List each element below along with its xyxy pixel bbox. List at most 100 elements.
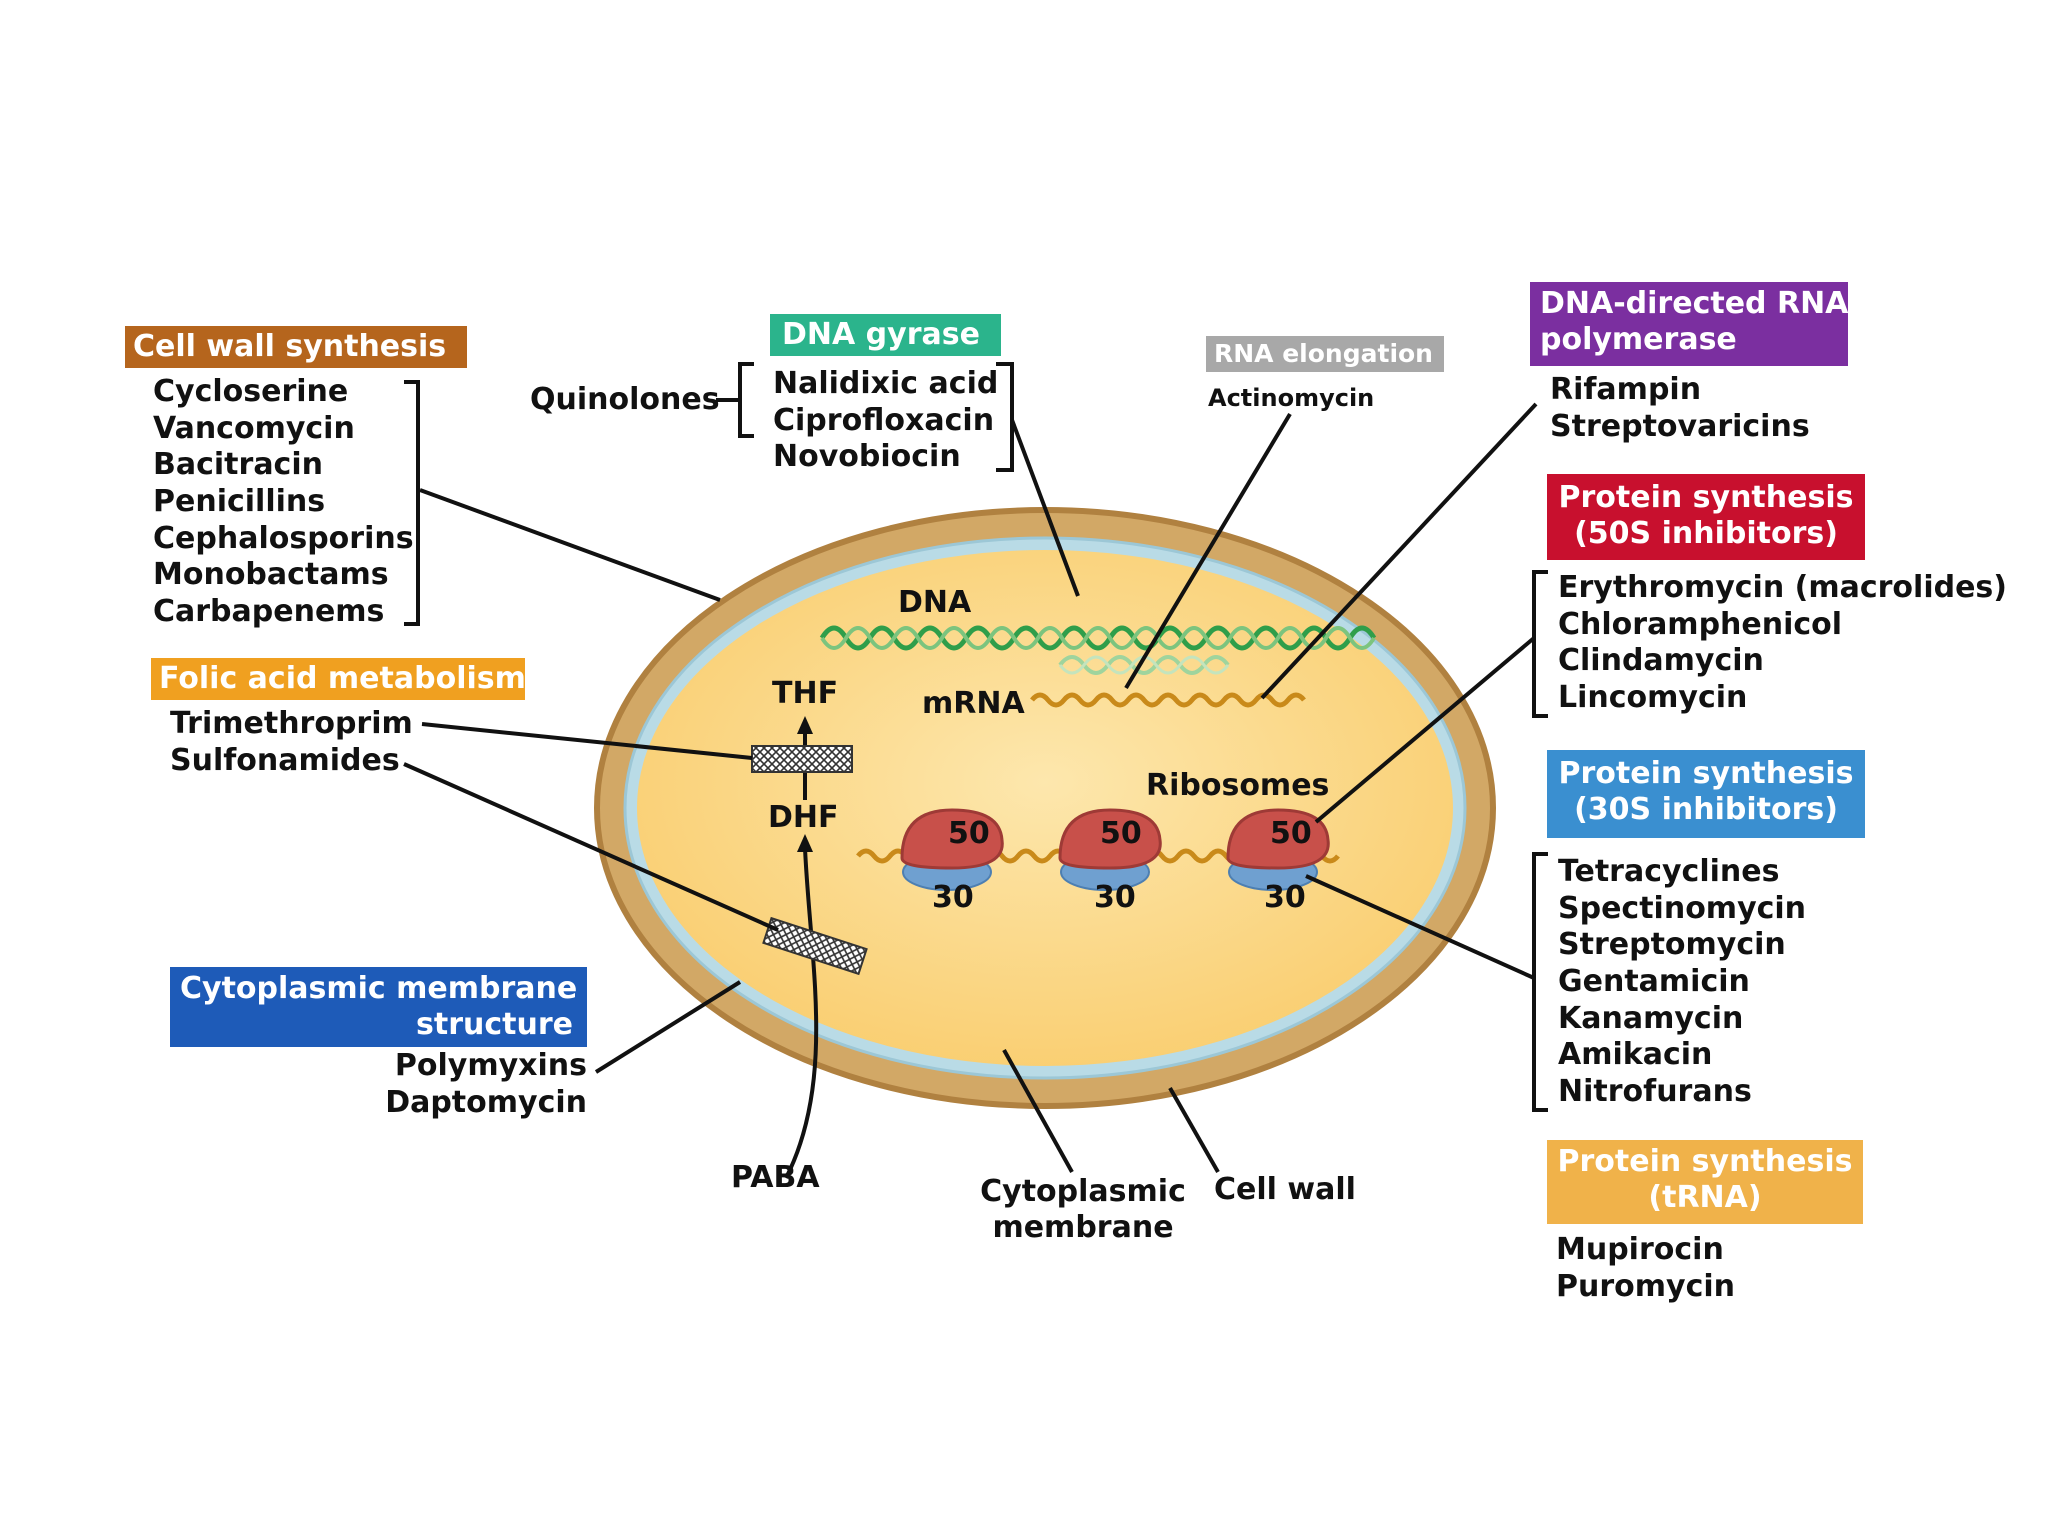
leader-lines bbox=[403, 362, 1548, 1173]
rna-polymerase-leader bbox=[1260, 402, 1538, 700]
cell-wall-label: Cell wall bbox=[1214, 1172, 1356, 1207]
dna-gyrase-list: Nalidixic acid Ciprofloxacin Novobiocin bbox=[773, 366, 998, 476]
cytoplasmic-membrane-label-line2: membrane bbox=[992, 1210, 1174, 1245]
cytoplasmic-membrane-label: Cytoplasmic membrane bbox=[960, 1174, 1206, 1246]
cytoplasmic-membrane-label-line1: Cytoplasmic bbox=[980, 1174, 1186, 1209]
protein-50s-bracket bbox=[1532, 570, 1548, 718]
protein-30s-title-line2: (30S inhibitors) bbox=[1574, 792, 1838, 827]
drug-carbapenems: Carbapenems bbox=[153, 594, 385, 630]
mrna-strand bbox=[1030, 692, 1306, 708]
ribosome-1-small-label: 30 bbox=[932, 880, 974, 915]
membrane-structure-title-line2: structure bbox=[416, 1007, 573, 1042]
cytoplasm bbox=[637, 550, 1453, 1066]
drug-streptovaricins: Streptovaricins bbox=[1550, 408, 1810, 444]
drug-bacitracin: Bacitracin bbox=[153, 447, 323, 483]
thf-label: THF bbox=[772, 676, 839, 711]
drug-amikacin: Amikacin bbox=[1558, 1037, 1713, 1073]
drug-novobiocin: Novobiocin bbox=[773, 439, 961, 475]
protein-30s-title-line1: Protein synthesis bbox=[1558, 756, 1854, 791]
drug-penicillins: Penicillins bbox=[153, 484, 326, 520]
drug-daptomycin: Daptomycin bbox=[385, 1084, 587, 1120]
quinolones-label: Quinolones bbox=[530, 382, 720, 417]
cell-wall-synthesis-header: Cell wall synthesis bbox=[125, 326, 467, 368]
protein-50s-title-line2: (50S inhibitors) bbox=[1574, 516, 1838, 551]
protein-trna-title-line1: Protein synthesis bbox=[1557, 1144, 1853, 1179]
ribosome-3 bbox=[1226, 808, 1330, 891]
rna-elongation-header: RNA elongation bbox=[1206, 336, 1444, 372]
protein-50s-header: Protein synthesis (50S inhibitors) bbox=[1547, 474, 1865, 560]
quinolones-left-bracket bbox=[738, 362, 754, 438]
ribosome-2-small-label: 30 bbox=[1094, 880, 1136, 915]
membrane-structure-title-line1: Cytoplasmic membrane bbox=[180, 971, 578, 1006]
ribosome-1-large-label: 50 bbox=[948, 816, 990, 851]
dna-gyrase-leader bbox=[1010, 419, 1080, 597]
protein-trna-title-line2: (tRNA) bbox=[1648, 1180, 1762, 1215]
mrna-label: mRNA bbox=[922, 686, 1025, 721]
protein-30s-leader bbox=[1305, 874, 1535, 980]
drug-tetracyclines: Tetracyclines bbox=[1558, 854, 1780, 889]
drug-cephalosporins: Cephalosporins bbox=[153, 520, 414, 556]
cell-wall-bracket bbox=[404, 380, 420, 626]
protein-trna-header: Protein synthesis (tRNA) bbox=[1547, 1140, 1863, 1224]
drug-spectinomycin: Spectinomycin bbox=[1558, 890, 1807, 926]
cell-wall-leader bbox=[419, 488, 721, 602]
protein-trna-list: Mupirocin Puromycin bbox=[1556, 1232, 1735, 1305]
drug-mupirocin: Mupirocin bbox=[1556, 1232, 1724, 1267]
folic-acid-block-upper bbox=[751, 745, 853, 773]
drug-polymyxins: Polymyxins bbox=[394, 1048, 587, 1083]
folic-acid-metabolism-header: Folic acid metabolism bbox=[151, 658, 526, 700]
protein-30s-bracket bbox=[1532, 852, 1548, 1112]
dna-label: DNA bbox=[898, 585, 972, 620]
paba-label: PABA bbox=[731, 1160, 820, 1195]
membrane-structure-leader bbox=[594, 980, 742, 1074]
cell-wall-synthesis-list: Cycloserine Vancomycin Bacitracin Penici… bbox=[153, 374, 414, 631]
dna-gyrase-right-bracket bbox=[996, 362, 1014, 472]
ribosome-3-large-label: 50 bbox=[1270, 816, 1312, 851]
cell-wall-label-leader bbox=[1168, 1087, 1220, 1173]
membrane-structure-list: Polymyxins Daptomycin bbox=[360, 1048, 587, 1121]
drug-rifampin: Rifampin bbox=[1550, 372, 1702, 407]
drug-ciprofloxacin: Ciprofloxacin bbox=[773, 402, 995, 438]
rna-polymerase-list: Rifampin Streptovaricins bbox=[1550, 372, 1810, 445]
drug-chloramphenicol: Chloramphenicol bbox=[1558, 606, 1843, 642]
drug-vancomycin: Vancomycin bbox=[153, 410, 355, 446]
protein-50s-leader bbox=[1314, 636, 1536, 824]
ribosome-2-large-label: 50 bbox=[1100, 816, 1142, 851]
protein-30s-list: Tetracyclines Spectinomycin Streptomycin… bbox=[1558, 854, 1806, 1111]
drug-erythromycin: Erythromycin (macrolides) bbox=[1558, 570, 2007, 605]
drug-monobactams: Monobactams bbox=[153, 557, 389, 593]
drug-nalidixic-acid: Nalidixic acid bbox=[773, 366, 999, 401]
rna-polymerase-header: DNA-directed RNA polymerase bbox=[1530, 282, 1848, 366]
protein-50s-list: Erythromycin (macrolides) Chloramphenico… bbox=[1558, 570, 2007, 717]
drug-puromycin: Puromycin bbox=[1556, 1268, 1735, 1304]
ribosome-3-small-label: 30 bbox=[1264, 880, 1306, 915]
folic-acid-list: Trimethroprim Sulfonamides bbox=[170, 706, 413, 779]
thf-arrowhead bbox=[797, 716, 813, 734]
rna-polymerase-title-line1: DNA-directed RNA bbox=[1540, 286, 1849, 321]
sulfonamides-leader bbox=[403, 762, 779, 932]
ribosomes-label: Ribosomes bbox=[1146, 768, 1330, 803]
ribosome-1 bbox=[900, 808, 1004, 891]
drug-trimethoprim: Trimethroprim bbox=[170, 706, 413, 741]
drug-cycloserine: Cycloserine bbox=[153, 374, 349, 409]
drug-actinomycin: Actinomycin bbox=[1208, 384, 1375, 412]
drug-clindamycin: Clindamycin bbox=[1558, 643, 1764, 679]
paba-arrow bbox=[784, 847, 819, 1179]
dhf-arrowhead bbox=[797, 834, 813, 852]
ribosome-2 bbox=[1058, 808, 1162, 891]
dhf-label: DHF bbox=[768, 800, 839, 835]
drug-streptomycin: Streptomycin bbox=[1558, 927, 1786, 963]
drug-lincomycin: Lincomycin bbox=[1558, 680, 1748, 716]
drug-gentamicin: Gentamicin bbox=[1558, 964, 1750, 1000]
folic-acid-block-lower bbox=[762, 916, 868, 976]
drug-sulfonamides: Sulfonamides bbox=[170, 742, 400, 778]
rna-polymerase-title-line2: polymerase bbox=[1540, 322, 1737, 357]
rna-elongation-leader bbox=[1124, 412, 1292, 690]
dna-gyrase-header: DNA gyrase bbox=[770, 314, 1001, 356]
protein-30s-header: Protein synthesis (30S inhibitors) bbox=[1547, 750, 1865, 838]
membrane-structure-header: Cytoplasmic membrane structure bbox=[170, 967, 587, 1047]
drug-nitrofurans: Nitrofurans bbox=[1558, 1074, 1752, 1110]
drug-kanamycin: Kanamycin bbox=[1558, 1000, 1744, 1036]
